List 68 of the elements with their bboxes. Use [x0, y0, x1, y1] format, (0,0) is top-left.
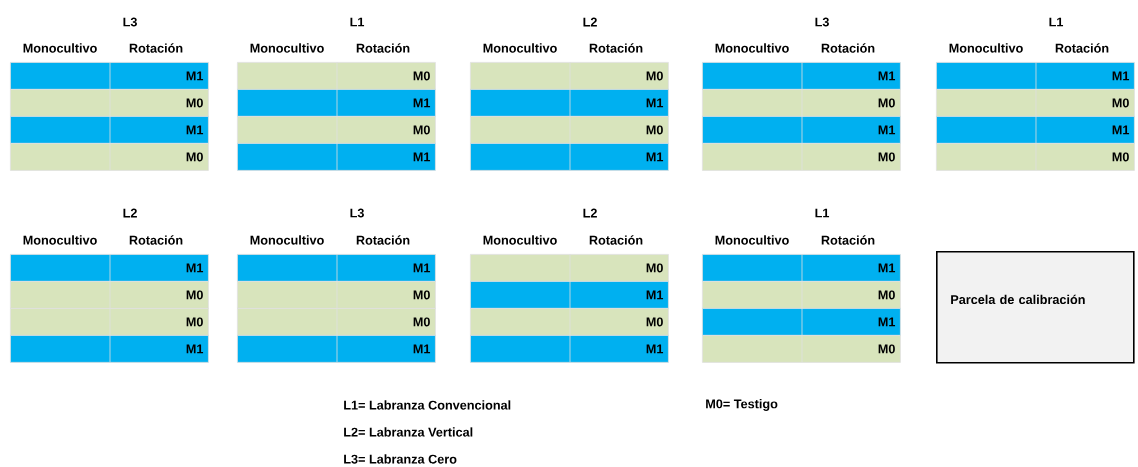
table-row: M1: [237, 334, 436, 363]
table-row: M1: [470, 334, 669, 363]
table-row: M0: [470, 115, 669, 144]
table-row: M0: [10, 307, 209, 336]
table-row: M0: [702, 88, 901, 117]
legend-note: L3= Labranza Cero: [344, 454, 457, 464]
column-header: Rotación: [129, 43, 183, 53]
plot-heading: L2: [583, 208, 597, 218]
column-header: Monocultivo: [715, 43, 789, 53]
column-header: Monocultivo: [250, 235, 324, 245]
plot-heading: L1: [1049, 17, 1064, 27]
table-row: M1: [702, 253, 901, 282]
column-header: Rotación: [129, 235, 183, 245]
table-row: M0: [470, 61, 669, 90]
table-row: M0: [702, 280, 901, 309]
plot-heading: L1: [815, 208, 830, 218]
column-header: Rotación: [356, 43, 410, 53]
table-row: M1: [10, 115, 209, 144]
column-header: Rotación: [821, 43, 875, 53]
table-row: M0: [702, 334, 901, 363]
table-row: M1: [237, 253, 436, 282]
table-row: M0: [10, 280, 209, 309]
table-row: M0: [470, 307, 669, 336]
table-row: M0: [237, 115, 436, 144]
column-header: Monocultivo: [483, 235, 557, 245]
table-row: M1: [237, 88, 436, 117]
table-row: M1: [470, 280, 669, 309]
column-header: Monocultivo: [949, 43, 1023, 53]
table-row: M1: [702, 307, 901, 336]
table-row: M1: [10, 334, 209, 363]
table-row: M1: [936, 115, 1135, 144]
column-header: Rotación: [589, 43, 643, 53]
column-header: Rotación: [821, 235, 875, 245]
table-row: M0: [10, 142, 209, 171]
column-header: Monocultivo: [483, 43, 557, 53]
column-header: Monocultivo: [250, 43, 324, 53]
plot-heading: L3: [123, 17, 137, 27]
table-row: M1: [10, 61, 209, 90]
table-row: M1: [470, 88, 669, 117]
plot-heading: L1: [350, 17, 365, 27]
table-row: M0: [936, 142, 1135, 171]
plot-heading: L3: [350, 208, 364, 218]
table-row: M0: [470, 253, 669, 282]
table-row: M0: [936, 88, 1135, 117]
column-header: Rotación: [356, 235, 410, 245]
table-row: M1: [470, 142, 669, 171]
table-row: M0: [10, 88, 209, 117]
plot-heading: L2: [123, 208, 137, 218]
table-row: M1: [237, 142, 436, 171]
legend-note: M0= Testigo: [706, 399, 778, 411]
table-row: M0: [702, 142, 901, 171]
column-header: Monocultivo: [715, 235, 789, 245]
table-row: M0: [237, 280, 436, 309]
table-row: M0: [237, 307, 436, 336]
table-row: M1: [702, 61, 901, 90]
column-header: Monocultivo: [23, 43, 97, 53]
legend-note: L2= Labranza Vertical: [344, 427, 473, 437]
table-row: M1: [10, 253, 209, 282]
table-row: M1: [936, 61, 1135, 90]
plot-heading: L2: [583, 17, 597, 27]
calibration-plot-box: Parcela de calibración: [936, 251, 1135, 364]
column-header: Monocultivo: [23, 235, 97, 245]
table-row: M0: [237, 61, 436, 90]
column-header: Rotación: [1055, 43, 1109, 53]
plot-heading: L3: [815, 17, 829, 27]
legend-note: L1= Labranza Convencional: [344, 400, 511, 410]
column-header: Rotación: [589, 235, 643, 245]
table-row: M1: [702, 115, 901, 144]
